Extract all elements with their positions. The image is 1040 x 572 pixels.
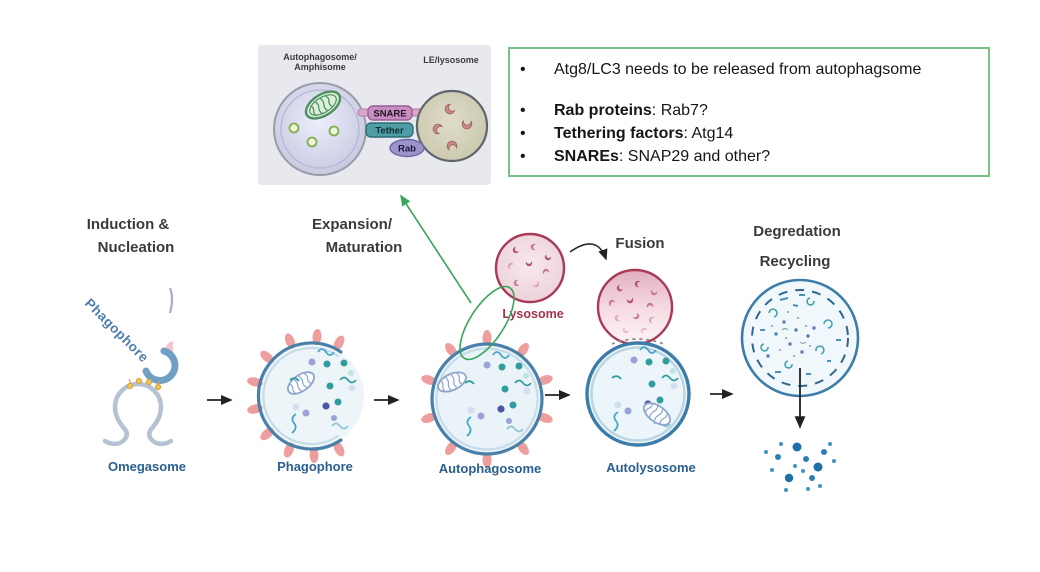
tether-box-label: Tether [375, 126, 404, 137]
mitochondria-icon [304, 90, 342, 120]
autophagosome-outer-membrane [430, 342, 544, 456]
green-annotation-ellipse [459, 285, 515, 361]
phagophore-annotation-text: Phagophore [82, 296, 152, 366]
note-bold: Rab proteins [554, 102, 652, 119]
omegasome-label: Omegasome [108, 459, 186, 474]
note-item: • Tethering factors: Atg14 [510, 122, 988, 145]
bullet-icon: • [520, 148, 526, 165]
stage-label-degradation-line1: Degredation [753, 223, 841, 240]
note-bold: Tethering factors [554, 125, 684, 142]
inset-left-label-line2: Amphisome [294, 62, 346, 72]
note-bold: SNAREs [554, 148, 619, 165]
pi3p-dots [126, 377, 162, 391]
note-text: Atg8/LC3 needs to be released from autop… [554, 61, 922, 78]
stage-label-induction-line1: Induction & [87, 216, 170, 233]
fusion-machinery-svg: SNARE Tether Rab Autophagosome/ Amphisom… [273, 52, 489, 176]
phagophore-outer-membrane [256, 341, 343, 451]
note-item: • Atg8/LC3 needs to be released from aut… [510, 58, 988, 81]
bullet-icon: • [520, 125, 526, 142]
note-text: : SNAP29 and other? [618, 148, 771, 165]
rab-ellipse [389, 138, 425, 158]
tether-box [365, 122, 414, 138]
degradation-graphic [740, 278, 860, 492]
autolysosome-graphic: Autolysosome [585, 268, 696, 475]
vesicle-dots [288, 122, 340, 148]
snare-box-label: SNARE [373, 109, 406, 120]
autophagosome-graphic: Autophagosome [421, 330, 553, 476]
note-text: : Rab7? [651, 102, 708, 119]
stage-label-fusion: Fusion [615, 235, 664, 252]
lysosome-label: Lysosome [502, 307, 563, 321]
phagophore-crescent [142, 347, 179, 384]
inset-left-label-line1: Autophagosome/ [283, 52, 357, 62]
le-lysosome-vesicle [415, 89, 489, 163]
autophagosome-label: Autophagosome [439, 461, 542, 476]
omegasome-graphic: Phagophore Omegasome [82, 287, 186, 474]
stage-label-induction-line2: Nucleation [98, 239, 175, 256]
note-item: • SNAREs: SNAP29 and other? [510, 145, 988, 168]
stage-label-expansion-line2: Maturation [326, 239, 403, 256]
rab-ellipse-label: Rab [398, 144, 416, 155]
omegasome-membrane [102, 381, 174, 447]
notes-box: • Atg8/LC3 needs to be released from aut… [508, 47, 990, 177]
green-annotation-arrow-icon [400, 194, 472, 304]
membrane-fragment-purple [168, 287, 174, 314]
bullet-icon: • [520, 61, 526, 78]
lysosome-enzymes [432, 103, 473, 151]
phagophore-graphic: Phagophore [247, 329, 364, 474]
snare-box [367, 105, 413, 121]
inset-right-label: LE/lysosome [423, 55, 479, 65]
stage-label-expansion-line1: Expansion/ [312, 216, 393, 233]
stage-label-degradation-line2: Recycling [760, 253, 831, 270]
bullet-icon: • [520, 102, 526, 119]
recycled-nutrient-dots [764, 442, 836, 492]
phagophore-label: Phagophore [277, 459, 353, 474]
autolysosome-label: Autolysosome [606, 460, 696, 475]
lysosome-graphic: Lysosome [494, 232, 566, 321]
fusion-machinery-inset: SNARE Tether Rab Autophagosome/ Amphisom… [258, 45, 491, 185]
fusion-curved-arrow-icon [569, 243, 608, 261]
note-text: : Atg14 [683, 125, 734, 142]
fusing-lysosome [596, 268, 674, 346]
degraded-fragments [760, 294, 841, 375]
autolysosome-body [585, 341, 691, 447]
note-item: • Rab proteins: Rab7? [510, 99, 988, 122]
